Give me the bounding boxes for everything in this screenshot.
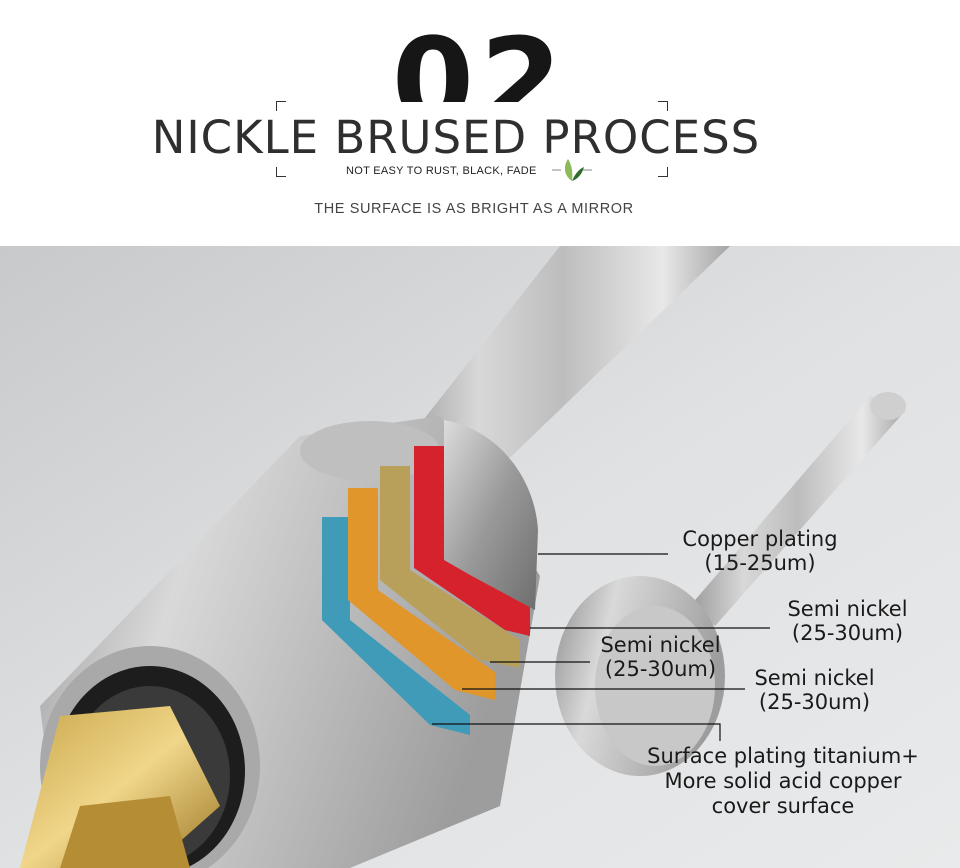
- layer-name: Semi nickel: [754, 666, 875, 690]
- layer-name-line2: More solid acid copper: [664, 769, 902, 793]
- layer-thickness: (25-30um): [791, 621, 904, 645]
- section-number: 02: [391, 12, 569, 102]
- subtitle: NOT EASY TO RUST, BLACK, FADE: [346, 165, 537, 177]
- label-copper-plating: Copper plating (15-25um): [670, 527, 850, 575]
- corner-bracket-bottom-right: [658, 167, 668, 177]
- tagline: THE SURFACE IS AS BRIGHT AS A MIRROR: [314, 201, 634, 217]
- faucet-photo: [0, 246, 960, 868]
- layer-name-line3: cover surface: [711, 794, 855, 818]
- page-title: NICKLE BRUSED PROCESS: [151, 111, 761, 164]
- layer-thickness: (25-30um): [758, 690, 871, 714]
- layer-name: Semi nickel: [600, 633, 721, 657]
- header-section: 02 NICKLE BRUSED PROCESS NOT EASY TO RUS…: [0, 0, 960, 246]
- layer-thickness: (15-25um): [704, 551, 816, 575]
- layer-name: Surface plating titanium+: [647, 744, 919, 768]
- corner-bracket-bottom-left: [276, 167, 286, 177]
- corner-bracket-top-right: [658, 101, 668, 111]
- layer-name: Copper plating: [682, 527, 838, 551]
- layer-thickness: (25-30um): [604, 657, 717, 681]
- label-semi-nickel-2: Semi nickel (25-30um): [588, 633, 733, 681]
- leaf-icon: [552, 159, 592, 181]
- layer-name: Semi nickel: [787, 597, 908, 621]
- label-semi-nickel-3: Semi nickel (25-30um): [742, 666, 887, 714]
- corner-bracket-top-left: [276, 101, 286, 111]
- label-surface-plating: Surface plating titanium+ More solid aci…: [625, 744, 941, 819]
- label-semi-nickel-1: Semi nickel (25-30um): [775, 597, 920, 645]
